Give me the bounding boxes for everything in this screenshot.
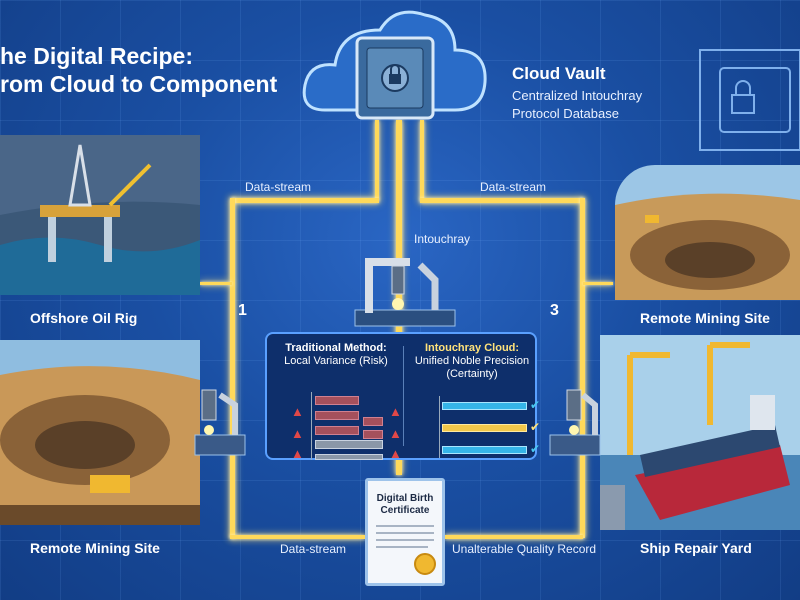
cloud-vault-icon (302, 10, 487, 120)
warning-icon: ▲ (291, 426, 304, 441)
variance-bar (315, 396, 359, 405)
intouchray-subtitle-2: (Certainty) (446, 368, 498, 380)
check-icon: ✔ (530, 442, 541, 456)
stream-right-h (420, 198, 583, 203)
marker-1: 1 (238, 302, 247, 319)
seal-icon (414, 553, 436, 575)
vault-subtitle-2: Protocol Database (512, 106, 619, 121)
variance-bar (363, 417, 383, 426)
precision-bar (442, 424, 527, 432)
warning-icon: ▲ (291, 446, 304, 461)
certificate-title: Digital Birth Certificate (376, 493, 434, 516)
variance-bar (315, 440, 383, 449)
datastream-right-label: Data-stream (480, 180, 547, 194)
arrow-left (200, 282, 232, 285)
variance-bar (315, 411, 359, 420)
title-line-2: rom Cloud to Component (0, 71, 278, 97)
site-label-mining-right: Remote Mining Site (640, 310, 770, 326)
check-icon: ✔ (530, 398, 541, 412)
warning-icon: ▲ (389, 446, 402, 461)
traditional-title: Traditional Method: (285, 342, 387, 354)
variance-bar (315, 426, 359, 435)
intouchray-subtitle: Unified Noble Precision (414, 355, 530, 367)
robotic-arm-machine-icon (354, 258, 456, 327)
panel-divider (403, 346, 404, 446)
quality-record-label: Unalterable Quality Record (452, 542, 597, 556)
title-line-1: he Digital Recipe: (0, 43, 193, 69)
stream-bottom-right (445, 535, 583, 539)
site-label-mining-left: Remote Mining Site (30, 540, 160, 556)
variance-bar (315, 454, 383, 460)
axis (311, 392, 312, 460)
datastream-left-label: Data-stream (245, 180, 312, 194)
offshore-oil-rig-image (0, 135, 200, 295)
stream-right-v (580, 198, 585, 538)
stream-left-top (375, 120, 379, 200)
warning-icon: ▲ (389, 426, 402, 441)
intouchray-title: Intouchray Cloud: (424, 342, 520, 354)
intouchray-label: Intouchray (414, 232, 471, 246)
traditional-heading: Traditional Method: Local Variance (Risk… (273, 342, 399, 368)
arrow-right (583, 282, 613, 285)
stream-right-top (420, 120, 424, 200)
robotic-arm-left-icon (194, 389, 246, 456)
digital-birth-certificate: Digital Birth Certificate (365, 478, 445, 586)
remote-mining-site-image (0, 340, 200, 525)
precision-bar (442, 402, 527, 410)
stream-bottom-left (230, 535, 365, 539)
comparison-panel: Traditional Method: Local Variance (Risk… (265, 332, 541, 461)
robotic-arm-right-icon (549, 389, 601, 456)
variance-bar (363, 430, 383, 439)
vault-title: Cloud Vault (512, 64, 606, 83)
marker-3: 3 (550, 302, 559, 319)
page-title: he Digital Recipe: rom Cloud to Componen… (0, 42, 277, 98)
traditional-subtitle: Local Variance (Risk) (284, 355, 388, 367)
intouchray-heading: Intouchray Cloud: Unified Noble Precisio… (409, 342, 535, 381)
remote-mining-site-image (615, 165, 800, 300)
warning-icon: ▲ (389, 404, 402, 419)
precision-bar (442, 446, 527, 454)
warning-icon: ▲ (291, 404, 304, 419)
ship-repair-yard-image (600, 335, 800, 530)
vault-subtitle-1: Centralized Intouchray (512, 88, 643, 103)
site-label-offshore: Offshore Oil Rig (30, 310, 138, 326)
datastream-bottom-label: Data-stream (280, 542, 347, 556)
axis (439, 396, 440, 458)
stream-left-h (232, 198, 379, 203)
check-icon: ✔ (530, 420, 541, 434)
stream-left-v (230, 198, 235, 538)
site-label-ship-yard: Ship Repair Yard (640, 540, 752, 556)
center-stream (396, 120, 402, 475)
lock-blueprint-icon (699, 49, 800, 151)
